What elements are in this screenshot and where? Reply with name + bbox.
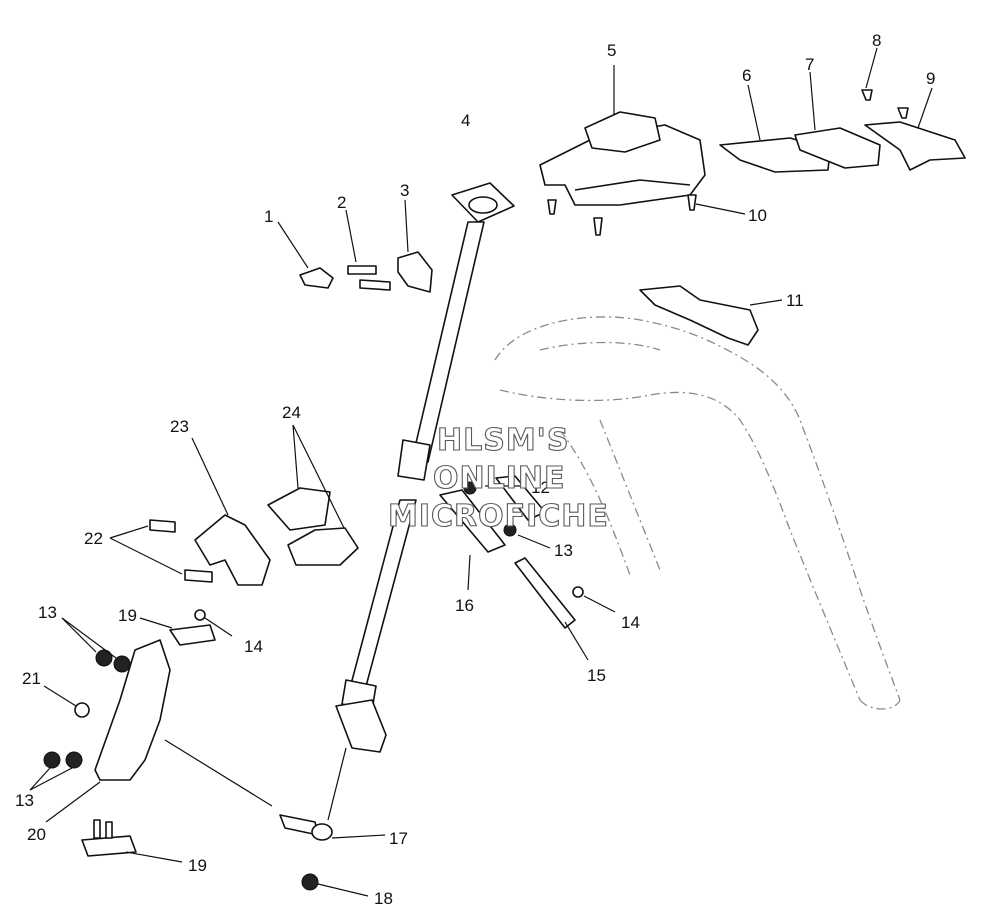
callout-20: 20: [27, 825, 46, 844]
callout-22: 22: [84, 529, 103, 548]
callout-12: 12: [531, 478, 550, 497]
callout-19-top: 19: [118, 606, 137, 625]
mid-clamp-parts: [439, 475, 551, 591]
callout-9: 9: [926, 69, 935, 88]
callout-19-bottom: 19: [188, 856, 207, 875]
callout-18: 18: [374, 889, 393, 908]
callout-16: 16: [455, 596, 474, 615]
callout-5: 5: [607, 41, 616, 60]
callout-1: 1: [264, 207, 273, 226]
handlebar-bracket: [639, 285, 783, 346]
steering-head-housing: [539, 65, 746, 236]
watermark-line-1: HLSM'S: [437, 423, 569, 458]
callout-15: 15: [587, 666, 606, 685]
callout-13-lower-left: 13: [15, 791, 34, 810]
callout-7: 7: [805, 55, 814, 74]
callout-10: 10: [748, 206, 767, 225]
callout-23: 23: [170, 417, 189, 436]
callout-2: 2: [337, 193, 346, 212]
callout-numbers: 1 2 3 4 5 6 7 8 9 10 11 12 13 13 13 14 1…: [15, 31, 935, 908]
column-clamp-parts: [109, 424, 359, 586]
callout-8: 8: [872, 31, 881, 50]
upper-covers: [719, 47, 966, 173]
callout-11: 11: [786, 291, 804, 310]
callout-13-mid: 13: [554, 541, 573, 560]
callout-21: 21: [22, 669, 41, 688]
callout-14-right: 14: [621, 613, 640, 632]
clamp-parts-top-left: [277, 199, 433, 293]
callout-6: 6: [742, 66, 751, 85]
callout-17: 17: [389, 829, 408, 848]
callout-14-left: 14: [244, 637, 263, 656]
callout-13-upper-left: 13: [38, 603, 57, 622]
rod-and-washer: [514, 557, 616, 661]
callout-3: 3: [400, 181, 409, 200]
lower-bracket-parts: [29, 609, 273, 863]
steering-shaft: [327, 182, 515, 821]
watermark-line-3: MICROFICHE: [388, 499, 609, 534]
watermark-line-2: ONLINE: [433, 461, 566, 496]
callout-24: 24: [282, 403, 301, 422]
phantom-handlebar-outline: [494, 316, 901, 710]
callout-4: 4: [461, 111, 470, 130]
tie-rod-end: [279, 814, 386, 897]
watermark: HLSM'S ONLINE MICROFICHE: [387, 422, 609, 534]
